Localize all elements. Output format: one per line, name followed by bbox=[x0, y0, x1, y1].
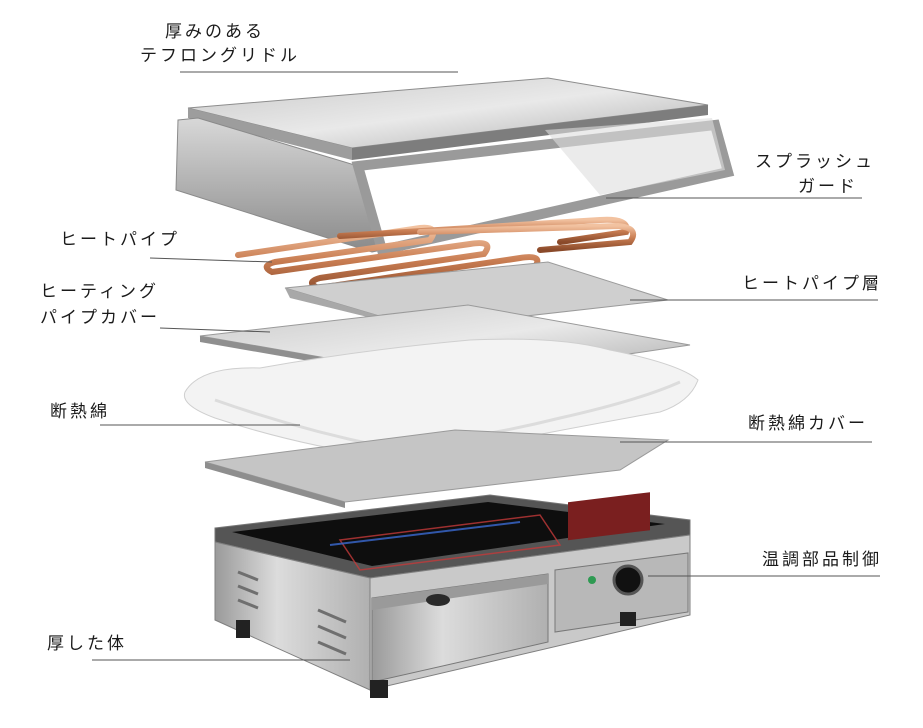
label-insulation-cover: 断熱綿カバー bbox=[748, 414, 868, 434]
label-heat-pipe-layer: ヒートパイプ層 bbox=[742, 274, 882, 294]
label-body: 厚した体 bbox=[47, 634, 127, 654]
label-heat-pipe: ヒートパイプ bbox=[60, 230, 180, 250]
leader-lines bbox=[92, 71, 880, 661]
teflon-griddle-plate bbox=[187, 77, 709, 160]
label-temperature-control: 温調部品制御 bbox=[762, 550, 882, 570]
heat-pipe bbox=[235, 216, 636, 296]
label-thick-teflon-griddle-2: テフロングリドル bbox=[140, 46, 300, 66]
label-insulation-cotton: 断熱綿 bbox=[50, 402, 110, 422]
label-splash-guard-2: ガード bbox=[798, 177, 858, 197]
label-thick-teflon-griddle-1: 厚みのある bbox=[165, 22, 265, 42]
label-heating-pipe-cover-1: ヒーティング bbox=[40, 282, 159, 302]
splash-guard bbox=[175, 117, 735, 256]
label-heating-pipe-cover-2: パイプカバー bbox=[40, 308, 160, 328]
griddle-body bbox=[214, 492, 691, 698]
label-splash-guard-1: スプラッシュ bbox=[755, 152, 875, 172]
insulation-cover-plate bbox=[204, 429, 670, 508]
